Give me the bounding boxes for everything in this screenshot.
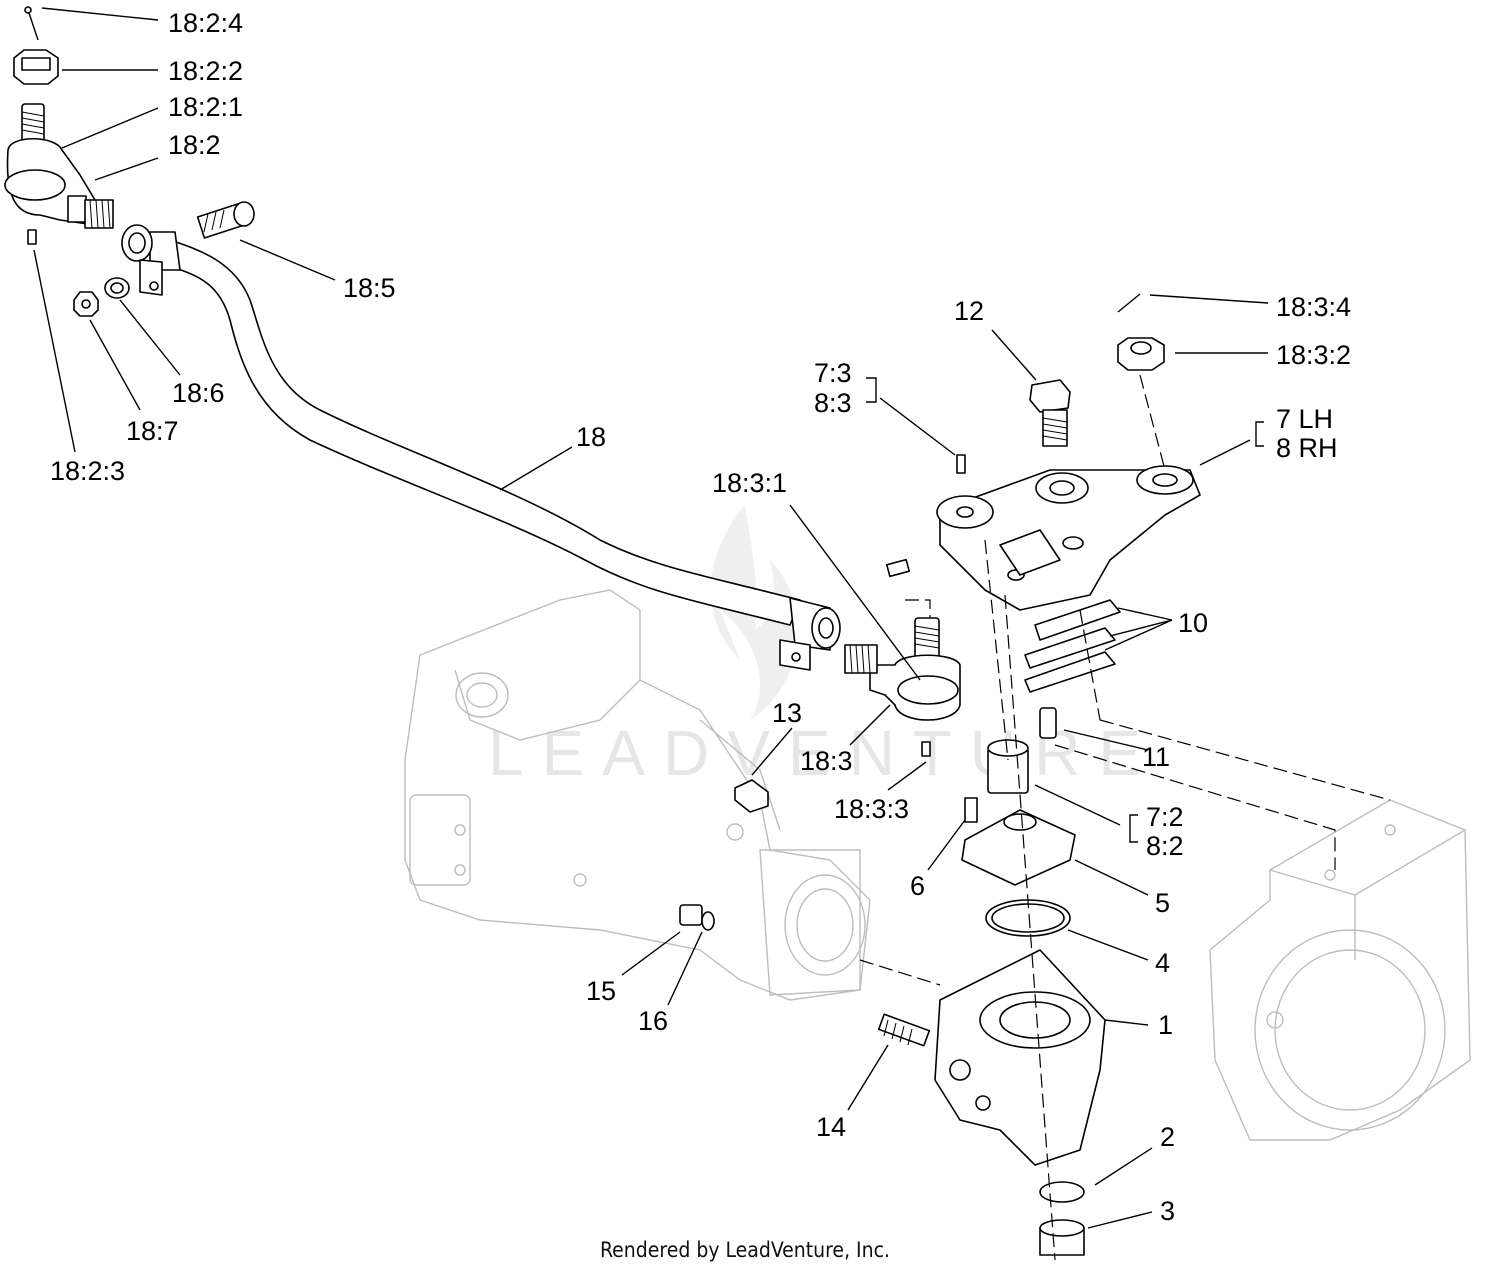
steering-arm <box>885 454 1201 611</box>
label-18-6: 18:6 <box>172 378 225 408</box>
misc-fasteners <box>679 779 931 1047</box>
fasteners-right <box>1029 293 1165 447</box>
ball-joint-left <box>4 103 114 245</box>
label-12: 12 <box>954 296 984 326</box>
label-18-5: 18:5 <box>343 273 396 303</box>
label-18-2: 18:2 <box>168 130 221 160</box>
leader-lines <box>33 7 1269 1229</box>
label-18-2-4: 18:2:4 <box>168 8 243 38</box>
label-18-3-3: 18:3:3 <box>834 794 909 824</box>
label-18-2-2: 18:2:2 <box>168 56 243 86</box>
callout-labels: 18:2:4 18:2:2 18:2:1 18:2 18:5 18:6 18:7… <box>50 8 1351 1226</box>
footer-credit: Rendered by LeadVenture, Inc. <box>600 1238 890 1262</box>
label-2: 2 <box>1160 1122 1175 1152</box>
label-18-2-1: 18:2:1 <box>168 92 243 122</box>
label-18-7: 18:7 <box>126 416 179 446</box>
label-8-rh: 8 RH <box>1276 433 1338 463</box>
transaxle-housing-right <box>1209 799 1471 1141</box>
watermark: LEADVENTURE <box>488 505 1159 789</box>
label-8-3: 8:3 <box>814 388 852 418</box>
label-18-2-3: 18:2:3 <box>50 456 125 486</box>
label-3: 3 <box>1160 1196 1175 1226</box>
transaxle-housing-left <box>404 589 871 1001</box>
label-11: 11 <box>1142 742 1170 772</box>
spindle <box>934 949 1106 1256</box>
ball-joint-right <box>844 617 961 757</box>
fasteners-left <box>13 6 255 317</box>
assembly-lines <box>859 374 1391 1261</box>
label-18-3: 18:3 <box>800 746 853 776</box>
tie-rod <box>121 224 841 671</box>
label-16: 16 <box>638 1006 668 1036</box>
label-6: 6 <box>910 871 925 901</box>
label-1: 1 <box>1158 1010 1173 1040</box>
label-13: 13 <box>772 698 802 728</box>
label-7-lh: 7 LH <box>1276 404 1333 434</box>
label-10: 10 <box>1178 608 1208 638</box>
label-5: 5 <box>1155 888 1170 918</box>
shims <box>1024 599 1121 739</box>
label-18: 18 <box>576 422 606 452</box>
king-pin-parts <box>961 739 1076 937</box>
label-18-3-2: 18:3:2 <box>1276 340 1351 370</box>
label-8-2: 8:2 <box>1146 831 1184 861</box>
label-14: 14 <box>816 1112 846 1142</box>
label-4: 4 <box>1155 948 1170 978</box>
label-15: 15 <box>586 976 616 1006</box>
label-7-2: 7:2 <box>1146 802 1184 832</box>
label-7-3: 7:3 <box>814 358 852 388</box>
label-18-3-4: 18:3:4 <box>1276 292 1351 322</box>
label-18-3-1: 18:3:1 <box>712 468 787 498</box>
watermark-text: LEADVENTURE <box>488 717 1159 789</box>
